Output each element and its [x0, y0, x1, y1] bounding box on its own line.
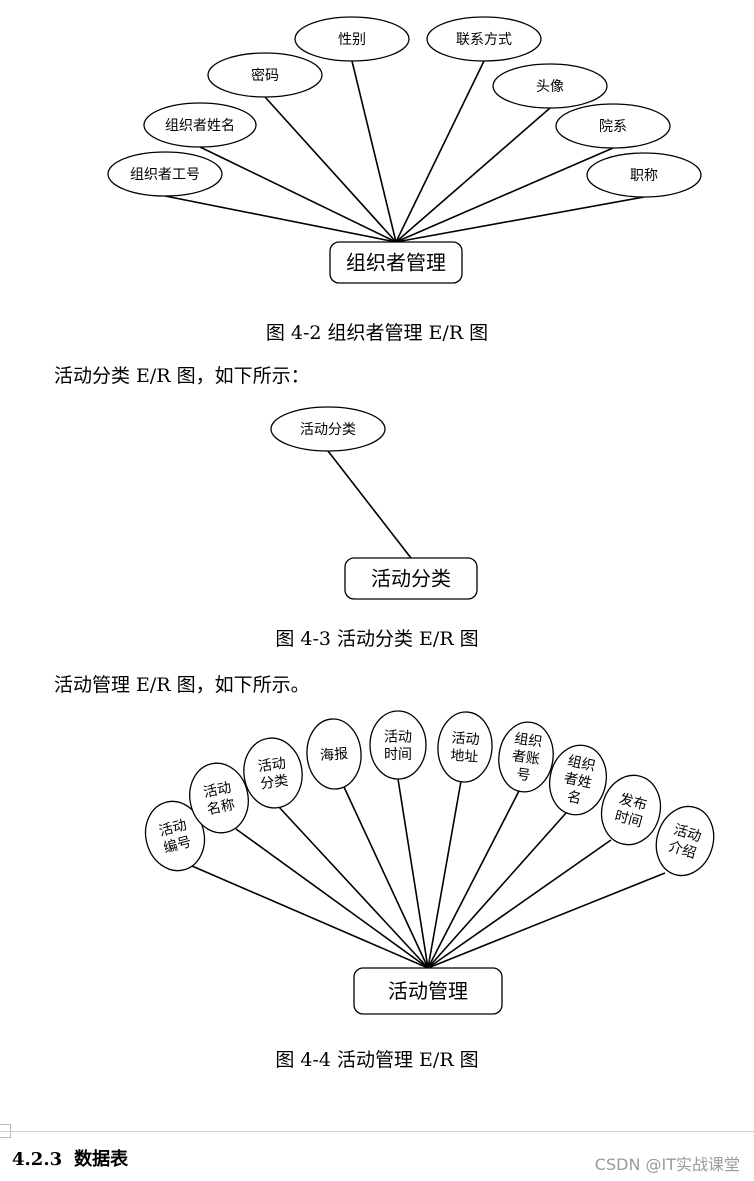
attribute-ellipse: 活动时间 — [369, 710, 427, 780]
page-divider — [0, 1131, 754, 1132]
entity-label: 组织者管理 — [346, 251, 446, 275]
entity-box — [344, 557, 478, 600]
connector-line — [351, 60, 397, 243]
connector-line — [427, 872, 666, 969]
connector-line — [427, 780, 462, 969]
entity-label: 活动分类 — [371, 567, 451, 591]
connector-line — [199, 146, 397, 243]
entity-box — [353, 967, 503, 1015]
attribute-ellipse: 头像 — [492, 63, 608, 109]
connector-line — [235, 828, 429, 969]
attribute-label: 活动编号 — [157, 817, 193, 857]
attribute-label: 活动介绍 — [666, 822, 703, 862]
attribute-label: 活动分类 — [300, 422, 356, 438]
connector-line — [191, 865, 429, 969]
attribute-ellipse: 组织者账号 — [498, 721, 554, 793]
attribute-label: 活动地址 — [450, 730, 480, 765]
connector-line — [395, 60, 485, 243]
attribute-ellipse: 组织者姓名 — [143, 102, 257, 148]
attribute-ellipse: 发布时间 — [600, 774, 662, 846]
connector-line — [264, 96, 397, 243]
attribute-label: 海报 — [320, 746, 349, 764]
connector-line — [343, 786, 429, 969]
connector-line — [427, 790, 520, 969]
attribute-ellipse: 院系 — [555, 103, 671, 149]
attribute-ellipse: 组织者姓名 — [549, 744, 607, 816]
connector-line — [395, 196, 645, 243]
attribute-label: 头像 — [536, 79, 564, 95]
connector-line — [395, 147, 614, 243]
attribute-ellipse: 活动分类 — [270, 406, 386, 452]
attribute-ellipse: 活动地址 — [437, 711, 493, 783]
attribute-ellipse: 活动名称 — [189, 762, 249, 834]
watermark: CSDN @IT实战课堂 — [594, 1155, 740, 1174]
attribute-ellipse: 联系方式 — [426, 16, 542, 62]
attribute-ellipse: 活动介绍 — [655, 805, 715, 877]
caption-figure-4-3: 图 4-3 活动分类 E/R 图 — [275, 628, 479, 650]
er-diagram-activity: 活动编号活动名称活动分类 海报 活动时间 活动地址组织者账号组织者姓名发布时间活动介绍… — [144, 710, 715, 1015]
attribute-ellipse: 海报 — [306, 718, 362, 790]
attribute-ellipse: 密码 — [207, 52, 323, 98]
entity-box — [329, 241, 463, 284]
connector-line — [277, 805, 429, 969]
section-number: 4.2.3 — [12, 1149, 63, 1170]
attribute-label: 性别 — [338, 32, 366, 48]
attribute-label: 密码 — [251, 67, 279, 84]
paragraph-activity-intro: 活动管理 E/R 图，如下所示。 — [54, 674, 310, 696]
connector-line — [427, 812, 567, 969]
attribute-ellipse: 组织者工号 — [107, 151, 223, 197]
attribute-label: 活动时间 — [384, 729, 412, 763]
entity-label: 活动管理 — [388, 979, 468, 1003]
caption-figure-4-4: 图 4-4 活动管理 E/R 图 — [275, 1049, 479, 1071]
attribute-label: 组织者姓名 — [559, 753, 597, 809]
attribute-label: 活动名称 — [202, 780, 236, 819]
connector-line — [427, 839, 612, 969]
attribute-label: 组织者工号 — [130, 167, 200, 183]
attribute-label: 院系 — [599, 119, 627, 135]
attribute-label: 联系方式 — [456, 32, 512, 48]
attribute-label: 发布时间 — [613, 791, 649, 831]
connector-line — [397, 778, 429, 969]
caption-figure-4-2: 图 4-2 组织者管理 E/R 图 — [265, 322, 489, 344]
connector-line — [327, 450, 412, 559]
connector-line — [164, 195, 397, 243]
paragraph-category-intro: 活动分类 E/R 图，如下所示： — [54, 365, 310, 387]
section-heading: 4.2.3 数据表 — [12, 1145, 140, 1171]
attribute-ellipse: 职称 — [586, 152, 702, 198]
attribute-label: 组织者姓名 — [165, 118, 235, 134]
attribute-ellipse: 性别 — [294, 16, 410, 62]
connector-line — [395, 107, 551, 243]
attribute-label: 活动分类 — [257, 755, 289, 792]
attribute-ellipse: 活动编号 — [144, 800, 206, 872]
attribute-label: 组织者账号 — [508, 731, 543, 785]
attribute-ellipse: 活动分类 — [243, 737, 303, 809]
section-title: 数据表 — [74, 1149, 129, 1170]
attribute-label: 职称 — [630, 168, 658, 184]
